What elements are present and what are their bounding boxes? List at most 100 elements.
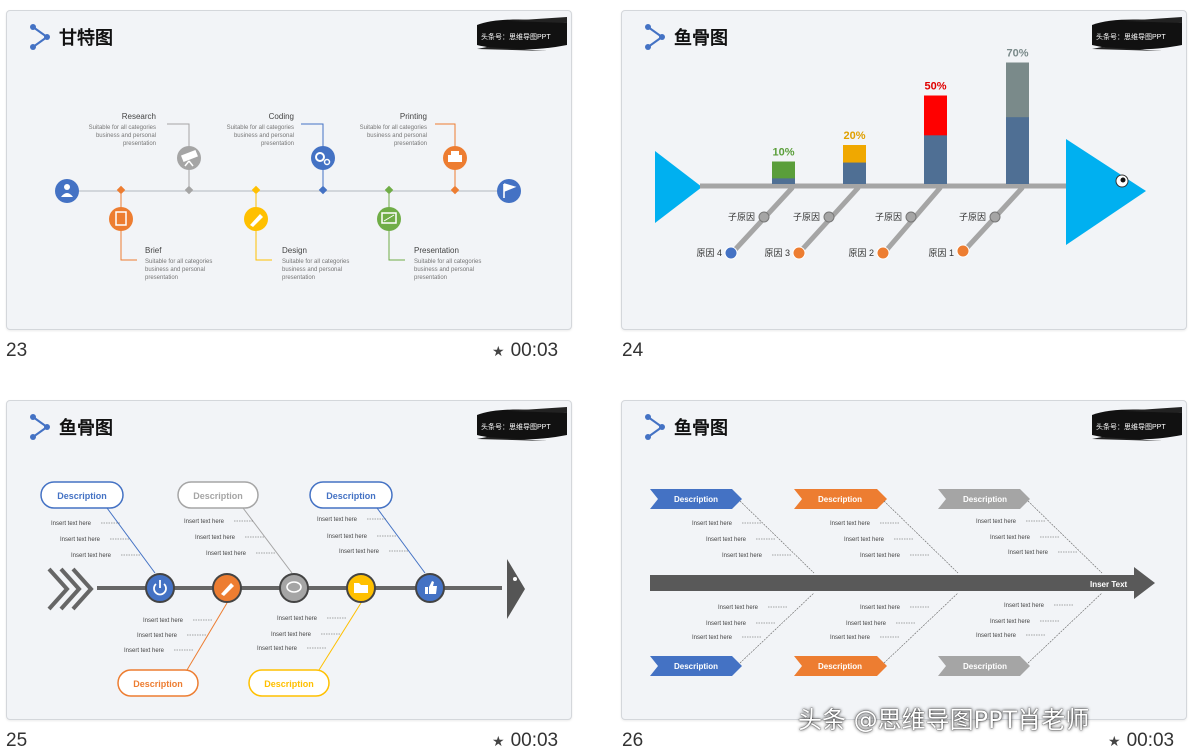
insert-text-line: Insert text here: [184, 519, 225, 525]
svg-text:presentation: presentation: [282, 275, 315, 281]
insert-text-line: Insert text here: [317, 517, 358, 523]
insert-text-line: Insert text here: [846, 621, 887, 627]
bar-percent-label: 20%: [843, 130, 865, 142]
insert-text-line: Insert text here: [830, 635, 871, 641]
insert-text-line: Insert text here: [124, 648, 165, 654]
insert-text-line: Insert text here: [990, 535, 1031, 541]
bar-percent-label: 10%: [772, 147, 794, 159]
svg-text:presentation: presentation: [414, 275, 447, 281]
user-icon: [55, 179, 79, 203]
sub-cause-label: 子原因: [728, 212, 755, 222]
logo-icon: [645, 414, 665, 440]
slide-number: 25: [6, 730, 28, 751]
insert-text-line: Insert text here: [206, 551, 247, 557]
slide-thumbnail-23[interactable]: 甘特图 头条号：思维导图PPT: [6, 10, 572, 330]
insert-text-line: Insert text here: [1008, 550, 1049, 556]
description-tag: Description: [963, 662, 1007, 671]
svg-text:business and personal: business and personal: [145, 267, 205, 273]
insert-text-line: Insert text here: [277, 616, 318, 622]
brush-logo: 头条号：思维导图PPT: [477, 17, 567, 51]
fish-tail: [655, 151, 702, 223]
logo-icon: [30, 24, 50, 50]
milestone-title: Presentation: [414, 246, 459, 255]
transition-star-icon: ★: [492, 343, 505, 359]
cause-label: 原因 2: [848, 248, 874, 258]
svg-text:头条号：思维导图PPT: 头条号：思维导图PPT: [1096, 422, 1166, 431]
svg-text:business and personal: business and personal: [282, 267, 342, 273]
brush-logo: 头条号：思维导图PPT: [1092, 17, 1182, 51]
slide-number: 23: [6, 340, 28, 361]
main-arrow: [650, 567, 1155, 599]
svg-text:presentation: presentation: [261, 141, 294, 147]
milestone-title: Design: [282, 246, 307, 255]
svg-text:Suitable for all categories: Suitable for all categories: [282, 259, 349, 265]
svg-text:头条号：思维导图PPT: 头条号：思维导图PPT: [481, 32, 551, 41]
slide-thumbnail-24[interactable]: 鱼骨图 头条号：思维导图PPT 10%20%50%70% 子: [621, 10, 1187, 330]
description-pill: Description: [326, 491, 376, 501]
fish-head: [1066, 139, 1146, 245]
logo-icon: [30, 414, 50, 440]
slide-number: 26: [622, 730, 644, 751]
slide-thumbnail-26[interactable]: 鱼骨图 头条号：思维导图PPT Inser Text Description D…: [621, 400, 1187, 720]
svg-text:Suitable for all categories: Suitable for all categories: [360, 125, 427, 131]
transition-star-icon: ★: [492, 733, 505, 749]
svg-text:presentation: presentation: [394, 141, 427, 147]
description-tag: Description: [963, 495, 1007, 504]
bar-percent-label: 70%: [1006, 48, 1028, 60]
description-pill: Description: [57, 491, 107, 501]
brush-logo: 头条号：思维导图PPT: [477, 407, 567, 441]
presentation-icon: [377, 207, 401, 231]
slide-title: 甘特图: [59, 27, 113, 48]
insert-text-line: Insert text here: [830, 521, 871, 527]
description-tag: Description: [818, 662, 862, 671]
spine-arrow-head: [507, 559, 525, 619]
svg-text:Suitable for all categories: Suitable for all categories: [89, 125, 156, 131]
description-tag: Description: [674, 662, 718, 671]
insert-text-line: Insert text here: [706, 537, 747, 543]
cause-label: 原因 3: [764, 248, 790, 258]
insert-text-line: Insert text here: [257, 646, 298, 652]
milestone-title: Printing: [400, 112, 427, 121]
watermark: 头条 @思维导图PPT肖老师: [798, 706, 1090, 734]
insert-text-line: Insert text here: [722, 553, 763, 559]
sub-cause-label: 子原因: [793, 212, 820, 222]
bar-base: [843, 162, 866, 184]
insert-text-line: Insert text here: [976, 633, 1017, 639]
slide-timing: ★00:03: [492, 340, 559, 361]
insert-text-line: Insert text here: [692, 635, 733, 641]
slide-thumbnail-25[interactable]: 鱼骨图 头条号：思维导图PPT Description Description …: [6, 400, 572, 720]
insert-text-line: Insert text here: [976, 519, 1017, 525]
insert-text-line: Insert text here: [1004, 603, 1045, 609]
insert-text-line: Insert text here: [71, 553, 112, 559]
slide-title: 鱼骨图: [59, 417, 113, 438]
arrow-label: Inser Text: [1090, 580, 1128, 589]
svg-text:Suitable for all categories: Suitable for all categories: [227, 125, 294, 131]
milestone-title: Research: [122, 112, 156, 121]
milestone-title: Coding: [269, 112, 294, 121]
cause-label: 原因 1: [928, 248, 954, 258]
description-tag: Description: [818, 495, 862, 504]
sub-cause-label: 子原因: [875, 212, 902, 222]
insert-text-line: Insert text here: [51, 521, 92, 527]
insert-text-line: Insert text here: [706, 621, 747, 627]
slide-timing: ★00:03: [1108, 730, 1175, 751]
bar-base: [924, 135, 947, 184]
document-icon: [109, 207, 133, 231]
bar-base: [772, 178, 795, 184]
insert-text-line: Insert text here: [692, 521, 733, 527]
svg-text:business and personal: business and personal: [367, 133, 427, 139]
brush-logo: 头条号：思维导图PPT: [1092, 407, 1182, 441]
insert-text-line: Insert text here: [327, 534, 368, 540]
svg-text:business and personal: business and personal: [414, 267, 474, 273]
svg-text:Suitable for all categories: Suitable for all categories: [145, 259, 212, 265]
svg-text:头条号：思维导图PPT: 头条号：思维导图PPT: [481, 422, 551, 431]
slide-title: 鱼骨图: [674, 417, 728, 438]
insert-text-line: Insert text here: [844, 537, 885, 543]
description-tag: Description: [674, 495, 718, 504]
svg-text:presentation: presentation: [145, 275, 178, 281]
svg-text:Suitable for all categories: Suitable for all categories: [414, 259, 481, 265]
sub-cause-label: 子原因: [959, 212, 986, 222]
insert-text-line: Insert text here: [718, 605, 759, 611]
svg-text:presentation: presentation: [123, 141, 156, 147]
chat-icon: [279, 573, 309, 603]
